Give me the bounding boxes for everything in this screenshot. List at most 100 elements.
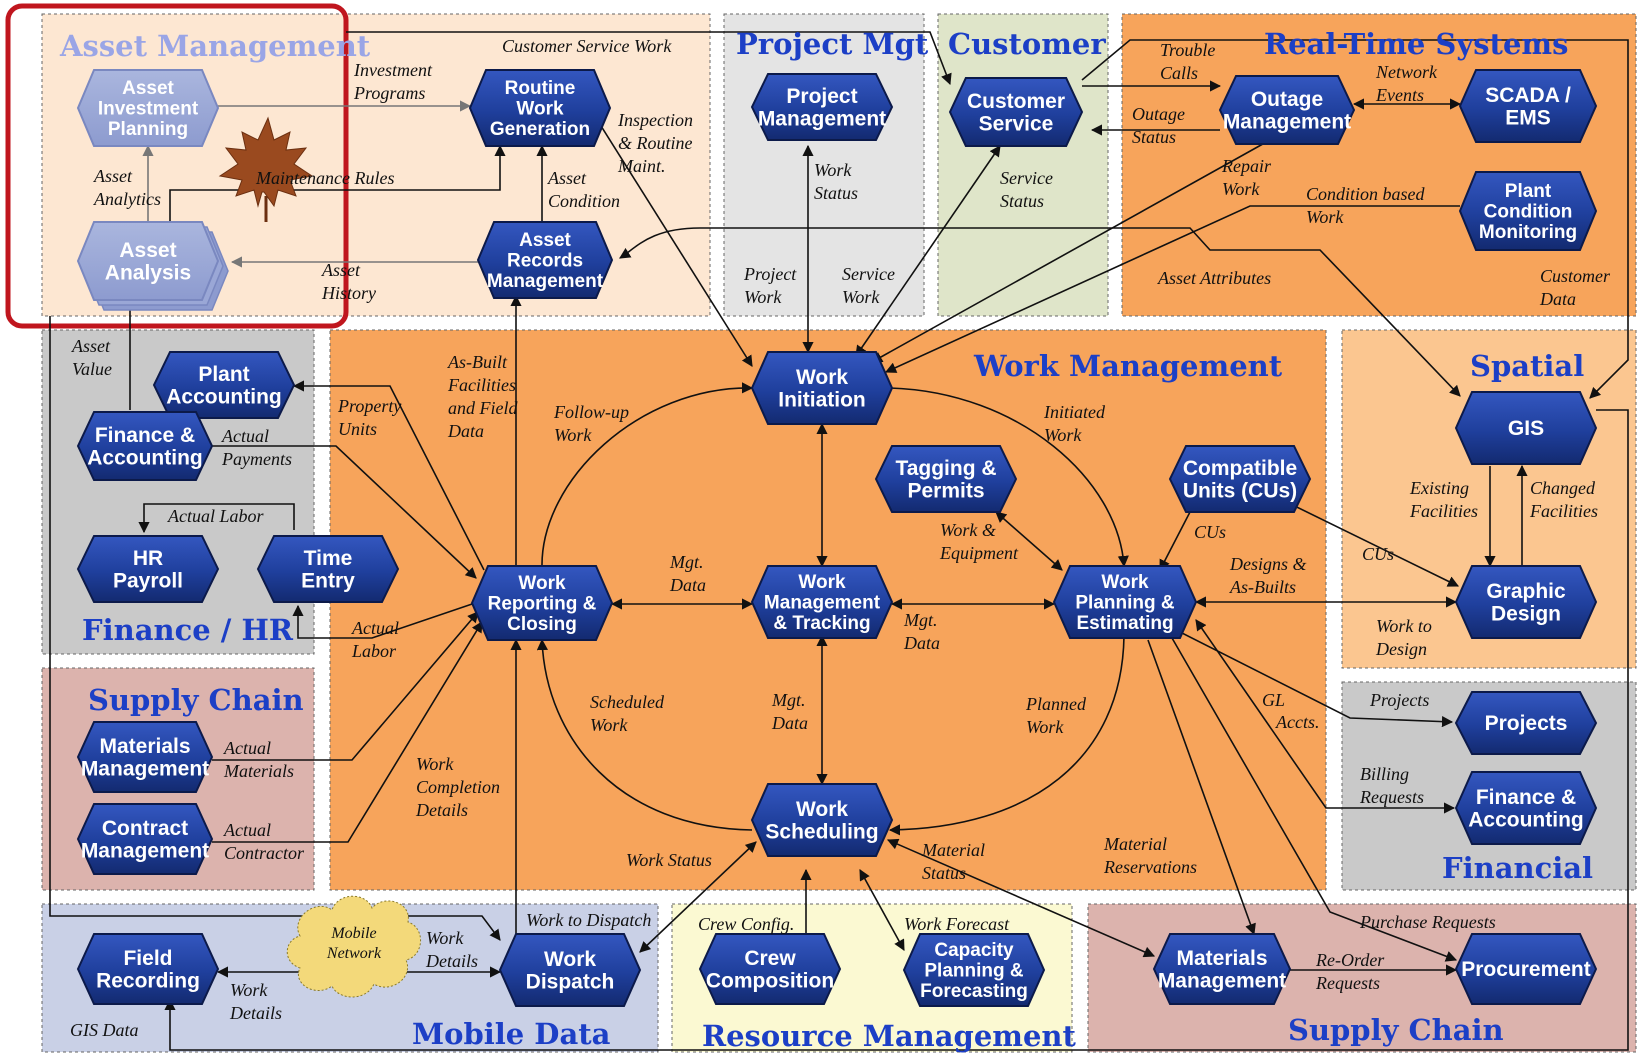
node-label-line: Finance &	[1476, 786, 1576, 809]
node-finance-accounting-right: Finance &Accounting	[1454, 771, 1598, 845]
node-label-line: Work	[516, 98, 564, 119]
node-label-line: Dispatch	[526, 970, 615, 993]
arrow-asset-attributes	[619, 227, 1461, 397]
flow-label-cus: CUs	[1194, 522, 1226, 542]
node-label-line: Units (CUs)	[1183, 479, 1297, 502]
flow-label-designs-as-builts: Designs &As-Builts	[1229, 554, 1307, 597]
node-label-line: Asset	[119, 239, 176, 262]
arrow-cm-to-wrc	[212, 621, 483, 843]
flow-label-mgt-data-bottom: Mgt.Data	[771, 690, 808, 733]
arrow-mm-to-wrc	[212, 611, 479, 761]
node-label-line: Permits	[907, 479, 984, 502]
node-label-line: Management	[81, 839, 209, 862]
node-label-line: Service	[979, 112, 1054, 135]
section-title-customer: Customer	[948, 27, 1106, 61]
arrow-tp-wpe	[995, 511, 1063, 571]
flow-label-work-forecast: Work Forecast	[904, 914, 1010, 934]
node-label-line: Accounting	[87, 446, 203, 469]
node-label-line: Work	[796, 366, 848, 389]
node-label-line: Materials	[1176, 947, 1267, 970]
arrow-ws-mm-right	[886, 838, 1156, 958]
flow-label-work-status-bottom: Work Status	[626, 850, 712, 870]
node-label-line: Routine	[505, 78, 576, 99]
section-title-real-time-systems: Real-Time Systems	[1264, 27, 1568, 61]
arrow-customer-service-work	[346, 31, 952, 86]
node-label-line: Accounting	[1468, 808, 1584, 831]
flow-label-asset-attributes: Asset Attributes	[1157, 268, 1271, 288]
flow-label-projects-label: Projects	[1369, 690, 1429, 710]
node-label-line: Composition	[706, 969, 834, 992]
node-label-line: Capacity	[934, 940, 1014, 961]
flow-label-crew-config: Crew Config.	[698, 914, 794, 934]
arrow-wpe-to-procurement	[1171, 637, 1458, 962]
flow-label-gl-accts-1: GL	[1262, 690, 1285, 710]
node-label-line: Forecasting	[920, 981, 1028, 1002]
section-title-project-mgt: Project Mgt	[736, 27, 929, 61]
node-label-line: Payroll	[113, 569, 183, 592]
node-tagging-permits: Tagging &Permits	[874, 445, 1018, 513]
node-label-line: Field	[123, 947, 172, 970]
section-title-mobile-data: Mobile Data	[412, 1017, 611, 1051]
flow-label-purchase-requests: Purchase Requests	[1359, 912, 1496, 932]
node-label-line: Projects	[1485, 712, 1568, 735]
section-title-supply-chain-right: Supply Chain	[1288, 1013, 1504, 1047]
node-label-line: Compatible	[1183, 457, 1297, 480]
section-title-supply-chain-left: Supply Chain	[88, 683, 304, 717]
arrow-cu-to-wpe	[1159, 511, 1191, 571]
node-label-line: Planning &	[1075, 592, 1175, 613]
node-label-line: Work	[1101, 572, 1149, 593]
node-label-line: Work	[518, 573, 566, 594]
node-gis: GIS	[1454, 391, 1598, 465]
arrow-wpe-to-ws	[888, 635, 1125, 836]
node-label-line: HR	[133, 547, 163, 570]
arrow-wi-to-wpe	[889, 387, 1129, 568]
node-label-line: Management	[1223, 110, 1351, 133]
node-label-line: Work	[798, 572, 846, 593]
node-label-line: Analysis	[105, 261, 191, 284]
node-label-line: Work	[796, 798, 848, 821]
node-label-line: Plant	[198, 363, 249, 386]
node-label-line: Generation	[490, 119, 590, 140]
arrow-wrc-to-time-entry	[292, 601, 479, 639]
node-label-line: Management	[758, 107, 886, 130]
node-label-line: Procurement	[1461, 958, 1591, 981]
node-label-line: GIS	[1508, 417, 1544, 440]
maple-leaf-icon	[218, 116, 314, 222]
node-label-line: Estimating	[1076, 613, 1173, 634]
